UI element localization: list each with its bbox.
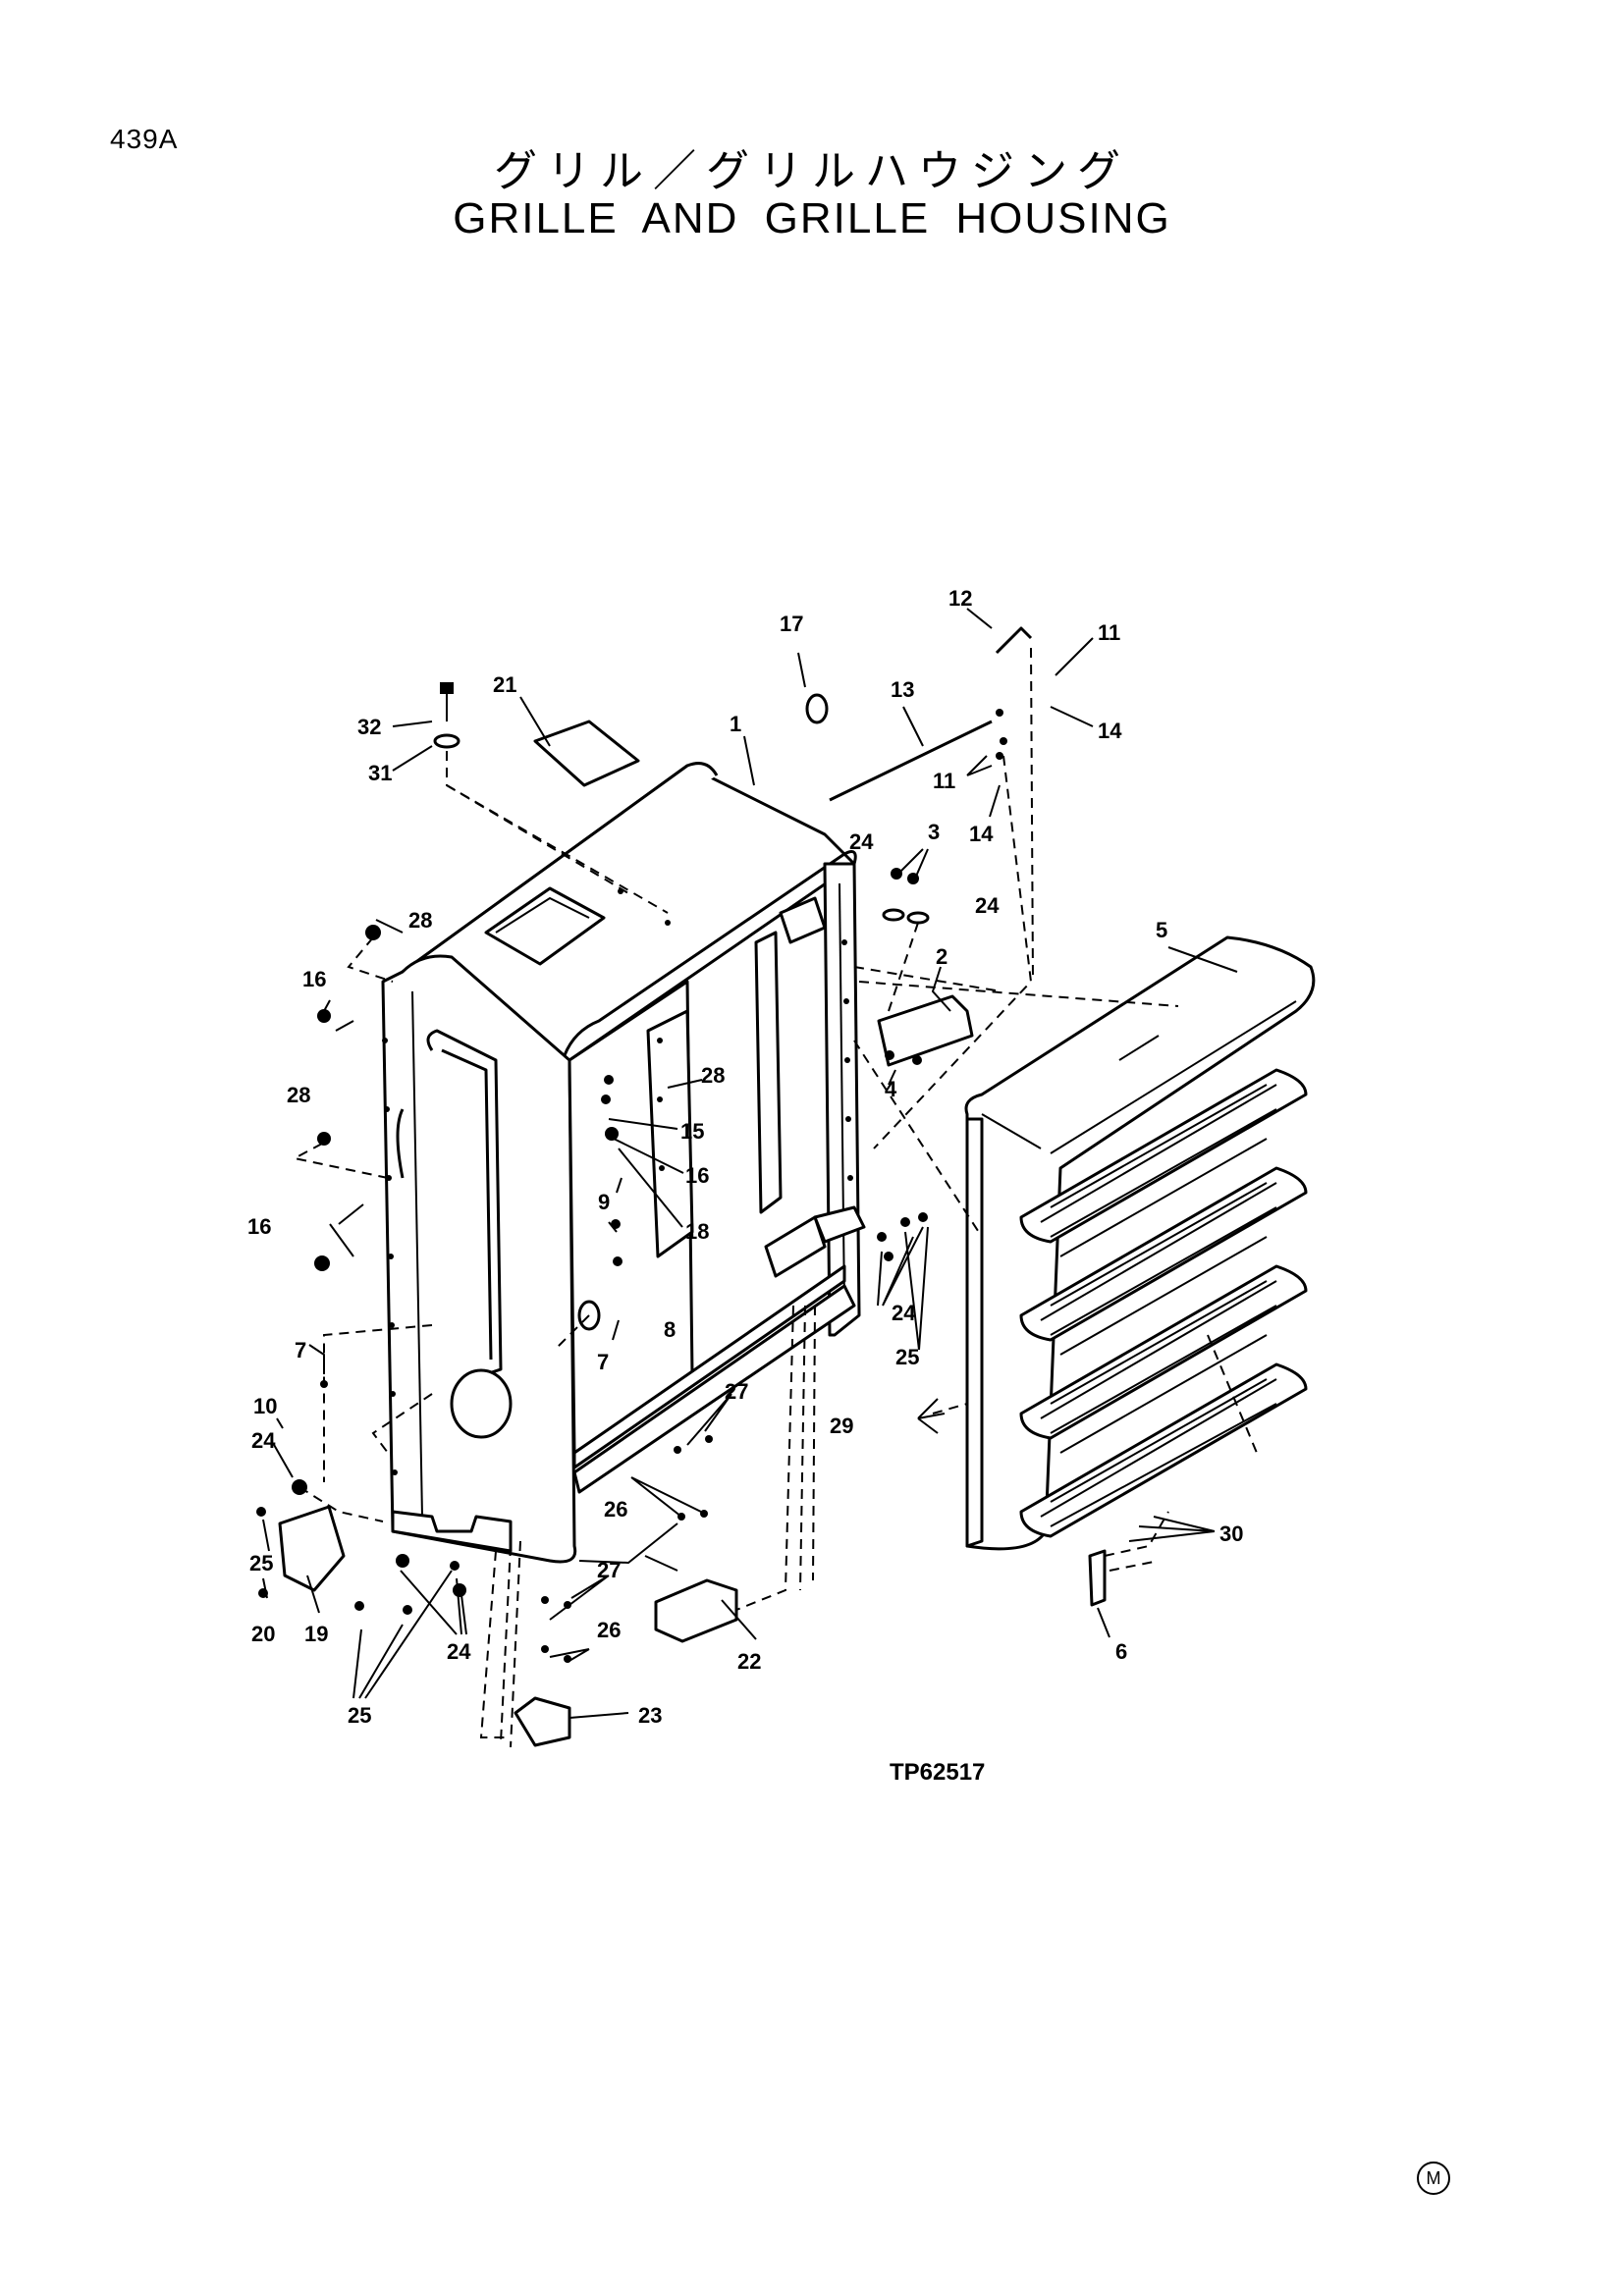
callout-21: 21 bbox=[493, 672, 516, 697]
washer-31 bbox=[433, 733, 460, 749]
callout-25-left: 25 bbox=[249, 1551, 273, 1575]
callout-1: 1 bbox=[730, 712, 741, 736]
callout-11-lower: 11 bbox=[933, 769, 955, 793]
callout-15: 15 bbox=[680, 1119, 704, 1144]
figure-code: TP62517 bbox=[890, 1759, 986, 1786]
callout-28-top: 28 bbox=[408, 908, 432, 933]
callout-26-upper: 26 bbox=[604, 1497, 627, 1522]
callout-18: 18 bbox=[685, 1219, 709, 1244]
callout-24-top-right: 24 bbox=[975, 893, 1000, 918]
callout-6: 6 bbox=[1115, 1639, 1127, 1664]
callout-3: 3 bbox=[928, 820, 940, 844]
callout-25-center: 25 bbox=[895, 1345, 919, 1369]
callout-30: 30 bbox=[1219, 1522, 1243, 1546]
grille-louver bbox=[1019, 1264, 1308, 1440]
page-code: 439A bbox=[110, 124, 179, 154]
hinge-23 bbox=[514, 1696, 571, 1747]
callout-22: 22 bbox=[737, 1649, 761, 1674]
cover-plate-21 bbox=[533, 720, 640, 787]
callout-16-top: 16 bbox=[302, 967, 326, 991]
grille-louver bbox=[1019, 1362, 1308, 1538]
assembly-lines bbox=[292, 647, 1258, 1748]
callout-7-left: 7 bbox=[295, 1338, 306, 1362]
callout-14-right: 14 bbox=[1098, 719, 1122, 743]
callout-4: 4 bbox=[885, 1077, 897, 1101]
rod-13 bbox=[829, 720, 993, 802]
callout-31: 31 bbox=[368, 761, 392, 785]
callout-24-top-left: 24 bbox=[849, 829, 874, 854]
grille-louver bbox=[1019, 1068, 1308, 1244]
callout-19: 19 bbox=[304, 1622, 328, 1646]
callout-7-center: 7 bbox=[597, 1350, 609, 1374]
callout-24-center: 24 bbox=[892, 1301, 916, 1325]
page-title: GRILLE AND GRILLE HOUSING bbox=[453, 194, 1171, 242]
callout-24-bottom: 24 bbox=[447, 1639, 471, 1664]
grille bbox=[964, 935, 1316, 1607]
callout-9: 9 bbox=[598, 1190, 610, 1214]
callout-25-bottom: 25 bbox=[348, 1703, 371, 1728]
callout-26-lower: 26 bbox=[597, 1618, 621, 1642]
plate-19 bbox=[278, 1505, 346, 1592]
rod-12 bbox=[995, 626, 1033, 655]
callout-23: 23 bbox=[638, 1703, 662, 1728]
fastener-markers bbox=[256, 709, 1007, 1663]
callout-28-center: 28 bbox=[701, 1063, 725, 1088]
hinge-22 bbox=[654, 1578, 738, 1643]
callout-8: 8 bbox=[664, 1317, 676, 1342]
callout-27-lower: 27 bbox=[597, 1558, 621, 1582]
corner-mark: M bbox=[1417, 2162, 1450, 2195]
callout-12: 12 bbox=[948, 586, 972, 611]
callout-16-left: 16 bbox=[247, 1214, 271, 1239]
bolt-32 bbox=[440, 682, 454, 721]
callout-20: 20 bbox=[251, 1622, 275, 1646]
leader-lines bbox=[262, 608, 1238, 1719]
callout-5: 5 bbox=[1156, 918, 1167, 942]
page-title-japanese: グリル／グリルハウジング bbox=[494, 146, 1130, 196]
callout-32: 32 bbox=[357, 715, 381, 739]
callout-11-top: 11 bbox=[1098, 620, 1120, 645]
callout-17: 17 bbox=[780, 612, 803, 636]
callout-27-upper: 27 bbox=[725, 1379, 748, 1404]
callout-13: 13 bbox=[891, 677, 914, 702]
callout-14-lower: 14 bbox=[969, 822, 994, 846]
callout-labels: 1 2 3 4 5 6 7 7 8 9 10 11 11 12 13 14 14… bbox=[247, 586, 1243, 1728]
callout-10: 10 bbox=[253, 1394, 277, 1418]
callout-29: 29 bbox=[830, 1414, 853, 1438]
grille-housing bbox=[381, 762, 866, 1564]
callout-28-left: 28 bbox=[287, 1083, 310, 1107]
callout-24-left: 24 bbox=[251, 1428, 276, 1453]
callout-16-center: 16 bbox=[685, 1163, 709, 1188]
clamp-17 bbox=[805, 693, 829, 724]
grille-louver bbox=[1019, 1166, 1308, 1342]
callout-2: 2 bbox=[936, 944, 947, 969]
